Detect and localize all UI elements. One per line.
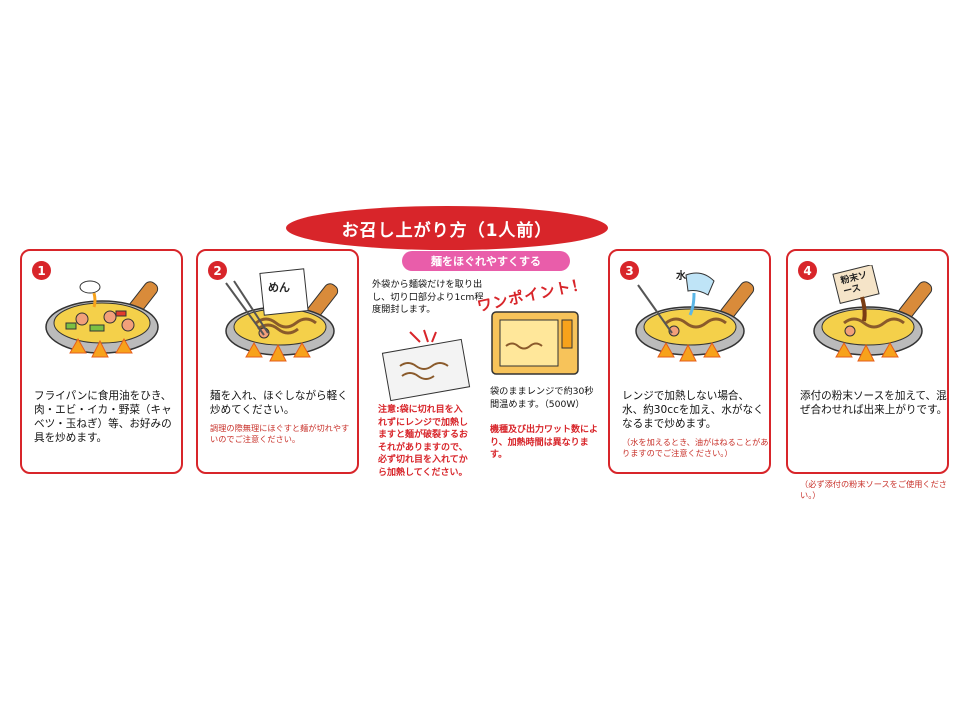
step-3-card: 水 3 レンジで加熱しない場合、水、約30ccを加え、水がなくなるまで炒めます。…: [608, 249, 771, 474]
step-2-text: 麺を入れ、ほぐしながら軽く炒めてください。: [210, 390, 348, 416]
step-2-note: 調理の際無理にほぐすと麺が切れやすいのでご注意ください。: [210, 423, 350, 444]
step-1-illustration: [30, 265, 181, 383]
footer-note: （必ず添付の粉末ソースをご使用ください。）: [800, 479, 947, 500]
step-2-illustration: [206, 265, 357, 383]
step-4-text: 添付の粉末ソースを加えて、混ぜ合わせれば出来上がりです。: [800, 390, 948, 416]
page-title: お召し上がり方（1人前）: [286, 206, 608, 250]
step-1-card: 1 フライパンに食用油をひき、肉・エビ・イカ・野菜（キャベツ・玉ねぎ）等、お好み…: [20, 249, 183, 474]
step-3-number: 3: [620, 261, 639, 280]
noodle-bag-illustration: [380, 326, 476, 406]
water-label: 水: [676, 271, 686, 282]
step-1-number: 1: [32, 261, 51, 280]
onepoint-wattage-note: 機種及び出力ワット数により、加熱時間は異なります。: [490, 425, 599, 460]
step-4-card: 粉末ソース 4 添付の粉末ソースを加えて、混ぜ合わせれば出来上がりです。: [786, 249, 949, 474]
step-3-text: レンジで加熱しない場合、水、約30ccを加え、水がなくなるまで炒めます。: [622, 390, 764, 430]
onepoint-caution: 注意:袋に切れ目を入れずにレンジで加熱しますと麺が破裂するおそれがありますので、…: [378, 405, 469, 478]
onepoint-microwave-text: 袋のままレンジで約30秒間温めます。（500W）: [490, 386, 594, 410]
onepoint-open-text: 外袋から麺袋だけを取り出し、切り口部分より1cm程度開封します。: [372, 279, 484, 315]
step-3-illustration: [618, 265, 769, 383]
step-1-text: フライパンに食用油をひき、肉・エビ・イカ・野菜（キャベツ・玉ねぎ）等、お好みの具…: [34, 390, 172, 444]
microwave-illustration: [490, 306, 584, 382]
step-4-illustration: [796, 264, 947, 383]
step-4-number: 4: [798, 261, 817, 280]
onepoint-header: 麺をほぐれやすくする: [402, 251, 570, 271]
step-2-card: めん 2 麺を入れ、ほぐしながら軽く炒めてください。 調理の際無理にほぐすと麺が…: [196, 249, 359, 474]
noodle-packet-label: めん: [268, 281, 290, 294]
step-2-number: 2: [208, 261, 227, 280]
step-3-note: （水を加えるとき、油がはねることがありますのでご注意ください。）: [622, 437, 769, 458]
